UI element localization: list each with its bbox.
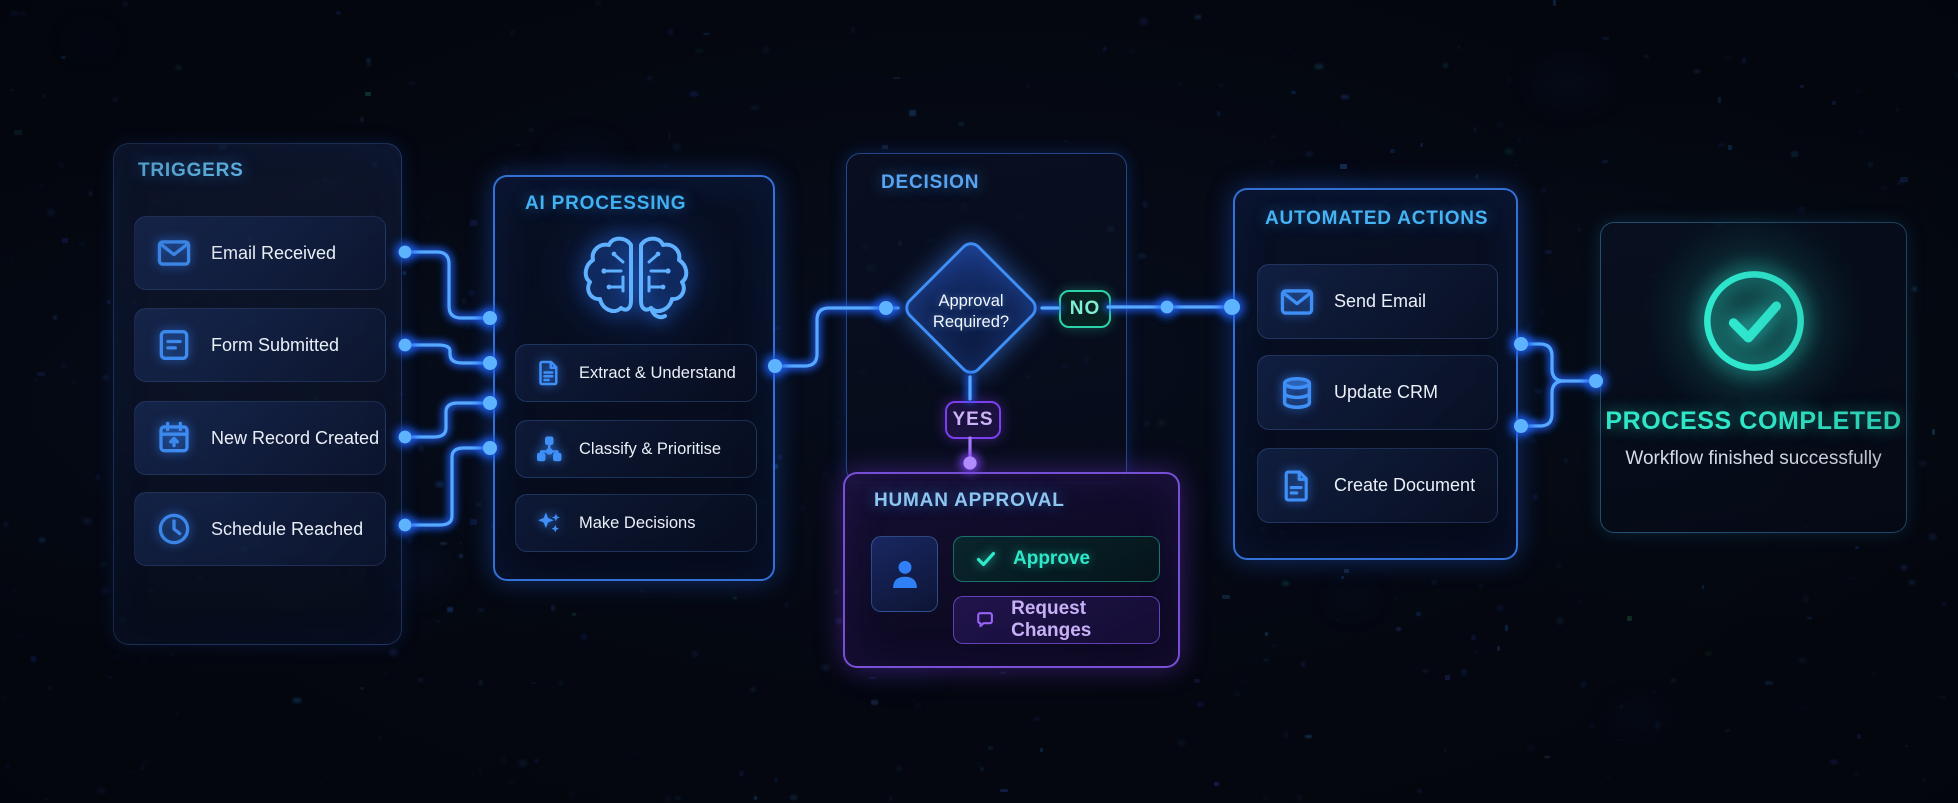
trigger-item-label: Email Received (211, 242, 337, 263)
triggers-panel: TRIGGERS Email Received Form Submitted N… (113, 143, 402, 645)
sparkles-icon (538, 512, 560, 533)
trigger-item-form-submitted[interactable]: Form Submitted (134, 308, 386, 382)
action-item-label: Send Email (1334, 291, 1427, 311)
clock-icon (158, 513, 190, 545)
ai-step-classify-prioritise[interactable]: Classify & Prioritise (515, 420, 757, 478)
approve-button[interactable]: Approve (953, 536, 1160, 582)
decision-title: DECISION (881, 172, 980, 193)
request-changes-label: Request Changes (1011, 598, 1092, 641)
request-changes-button[interactable]: Request Changes (953, 596, 1160, 644)
action-item-label: Create Document (1334, 475, 1476, 495)
document-icon (539, 360, 558, 386)
check-icon (976, 551, 996, 567)
human-approval-panel: HUMAN APPROVAL Approve Request Changes (843, 472, 1180, 668)
action-item-create-document[interactable]: Create Document (1257, 448, 1498, 523)
human-approval-title: HUMAN APPROVAL (874, 490, 1065, 511)
database-icon (1282, 376, 1312, 409)
no-badge: NO (1059, 290, 1111, 328)
decision-panel: DECISION Approval Required? NO YES (846, 153, 1127, 483)
email-icon (157, 240, 191, 266)
calendar-icon (159, 421, 189, 453)
triggers-title: TRIGGERS (138, 160, 244, 181)
ai-step-label: Classify & Prioritise (579, 439, 722, 458)
process-completed-title: PROCESS COMPLETED (1605, 407, 1902, 435)
decision-question: Approval Required? (932, 291, 1010, 332)
trigger-item-new-record-created[interactable]: New Record Created (134, 401, 386, 475)
check-circle-icon (1703, 271, 1804, 371)
action-item-update-crm[interactable]: Update CRM (1257, 355, 1498, 430)
trigger-item-email-received[interactable]: Email Received (134, 216, 386, 290)
ai-processing-panel: AI PROCESSING Extract & Understand C (493, 175, 775, 581)
process-completed-panel: PROCESS COMPLETED Workflow finished succ… (1600, 204, 1907, 533)
chat-icon (977, 612, 993, 628)
person-icon (892, 560, 917, 588)
document-icon (1284, 469, 1308, 502)
trigger-item-schedule-reached[interactable]: Schedule Reached (134, 492, 386, 566)
yes-badge: YES (945, 401, 1001, 439)
trigger-item-label: Form Submitted (211, 334, 340, 355)
trigger-item-label: New Record Created (211, 427, 380, 448)
process-completed-subtitle: Workflow finished successfully (1625, 448, 1882, 469)
ai-step-label: Make Decisions (579, 513, 696, 532)
action-item-label: Update CRM (1334, 382, 1439, 402)
automated-actions-title: AUTOMATED ACTIONS (1265, 208, 1489, 229)
approver-avatar (871, 536, 938, 612)
ai-step-make-decisions[interactable]: Make Decisions (515, 494, 757, 552)
sitemap-icon (537, 436, 562, 462)
decision-diamond: Approval Required? (900, 237, 1042, 379)
brain-icon (576, 229, 696, 329)
ai-step-extract-understand[interactable]: Extract & Understand (515, 344, 757, 402)
trigger-item-label: Schedule Reached (211, 518, 364, 539)
action-item-send-email[interactable]: Send Email (1257, 264, 1498, 339)
email-icon (1280, 288, 1314, 315)
ai-step-label: Extract & Understand (579, 363, 736, 382)
ai-processing-title: AI PROCESSING (525, 193, 687, 214)
approve-button-label: Approve (1013, 548, 1091, 569)
automated-actions-panel: AUTOMATED ACTIONS Send Email Update CRM … (1233, 188, 1518, 560)
form-icon (159, 330, 189, 360)
